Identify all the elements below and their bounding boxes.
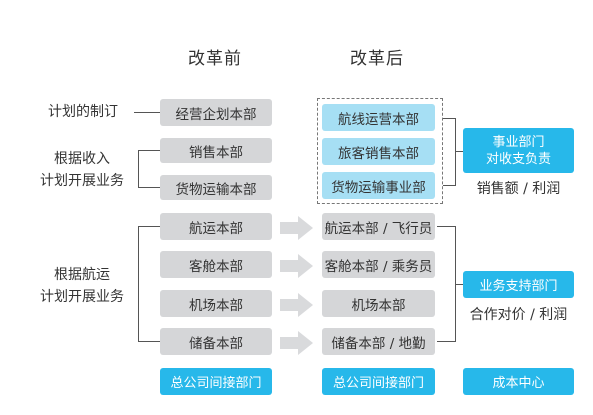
arrow-cabin — [280, 254, 313, 278]
after-box-hq-indirect: 总公司间接部门 — [322, 368, 435, 395]
bracket-revenue-bottom — [138, 187, 160, 188]
after-box-ground-crew: 储备本部 / 地勤 — [322, 328, 435, 355]
arrow-flight-ops — [280, 216, 313, 240]
bracket-business — [455, 118, 456, 186]
bracket-support-bottom — [437, 341, 455, 342]
bracket-business-tick — [455, 151, 463, 152]
before-box-airport: 机场本部 — [160, 290, 272, 317]
before-box-planning: 经营企划本部 — [160, 99, 272, 126]
after-box-airport: 机场本部 — [322, 290, 435, 317]
cost-center-box: 成本中心 — [463, 368, 574, 395]
after-box-route-ops: 航线运营本部 — [322, 104, 435, 131]
support-dept-box: 业务支持部门 — [463, 271, 574, 298]
label-revenue-line2: 计划开展业务 — [40, 173, 124, 189]
after-box-flight-ops-pilots: 航运本部 / 飞行员 — [322, 213, 435, 240]
bracket-business-bottom — [443, 185, 455, 186]
bracket-support-top — [437, 226, 455, 227]
label-route-line2: 计划开展业务 — [40, 289, 124, 305]
business-note: 销售额 / 利润 — [476, 181, 561, 197]
connector-planning — [134, 112, 160, 113]
business-dept-line1: 事业部门 — [492, 134, 545, 150]
before-box-flight-ops: 航运本部 — [160, 213, 272, 240]
bracket-route — [138, 226, 139, 342]
bracket-business-top — [443, 118, 455, 119]
bracket-revenue-top — [138, 150, 160, 151]
before-box-hq-indirect: 总公司间接部门 — [160, 368, 272, 395]
bracket-revenue — [138, 150, 139, 188]
after-box-passenger-sales: 旅客销售本部 — [322, 138, 435, 165]
bracket-route-bottom — [138, 341, 160, 342]
before-header: 改革前 — [188, 49, 242, 69]
business-dept-line2: 对收支负责 — [485, 151, 551, 167]
after-header: 改革后 — [350, 49, 404, 69]
before-box-reserve: 储备本部 — [160, 328, 272, 355]
support-note: 合作对价 / 利润 — [469, 307, 568, 323]
before-box-sales: 销售本部 — [160, 138, 272, 163]
after-box-cabin-crew: 客舱本部 / 乘务员 — [322, 251, 435, 278]
business-units-frame — [317, 98, 443, 204]
bracket-route-top — [138, 226, 160, 227]
arrow-airport — [280, 293, 313, 317]
label-route-line1: 根据航运 — [54, 267, 110, 283]
bracket-support-tick — [455, 284, 463, 285]
after-box-cargo-division: 货物运输事业部 — [322, 172, 435, 199]
before-box-cargo: 货物运输本部 — [160, 175, 272, 200]
before-box-cabin: 客舱本部 — [160, 251, 272, 278]
business-dept-box: 事业部门 对收支负责 — [463, 128, 574, 173]
arrow-reserve — [280, 331, 313, 355]
label-revenue-line1: 根据收入 — [54, 151, 110, 167]
label-planning: 计划的制订 — [48, 104, 118, 120]
